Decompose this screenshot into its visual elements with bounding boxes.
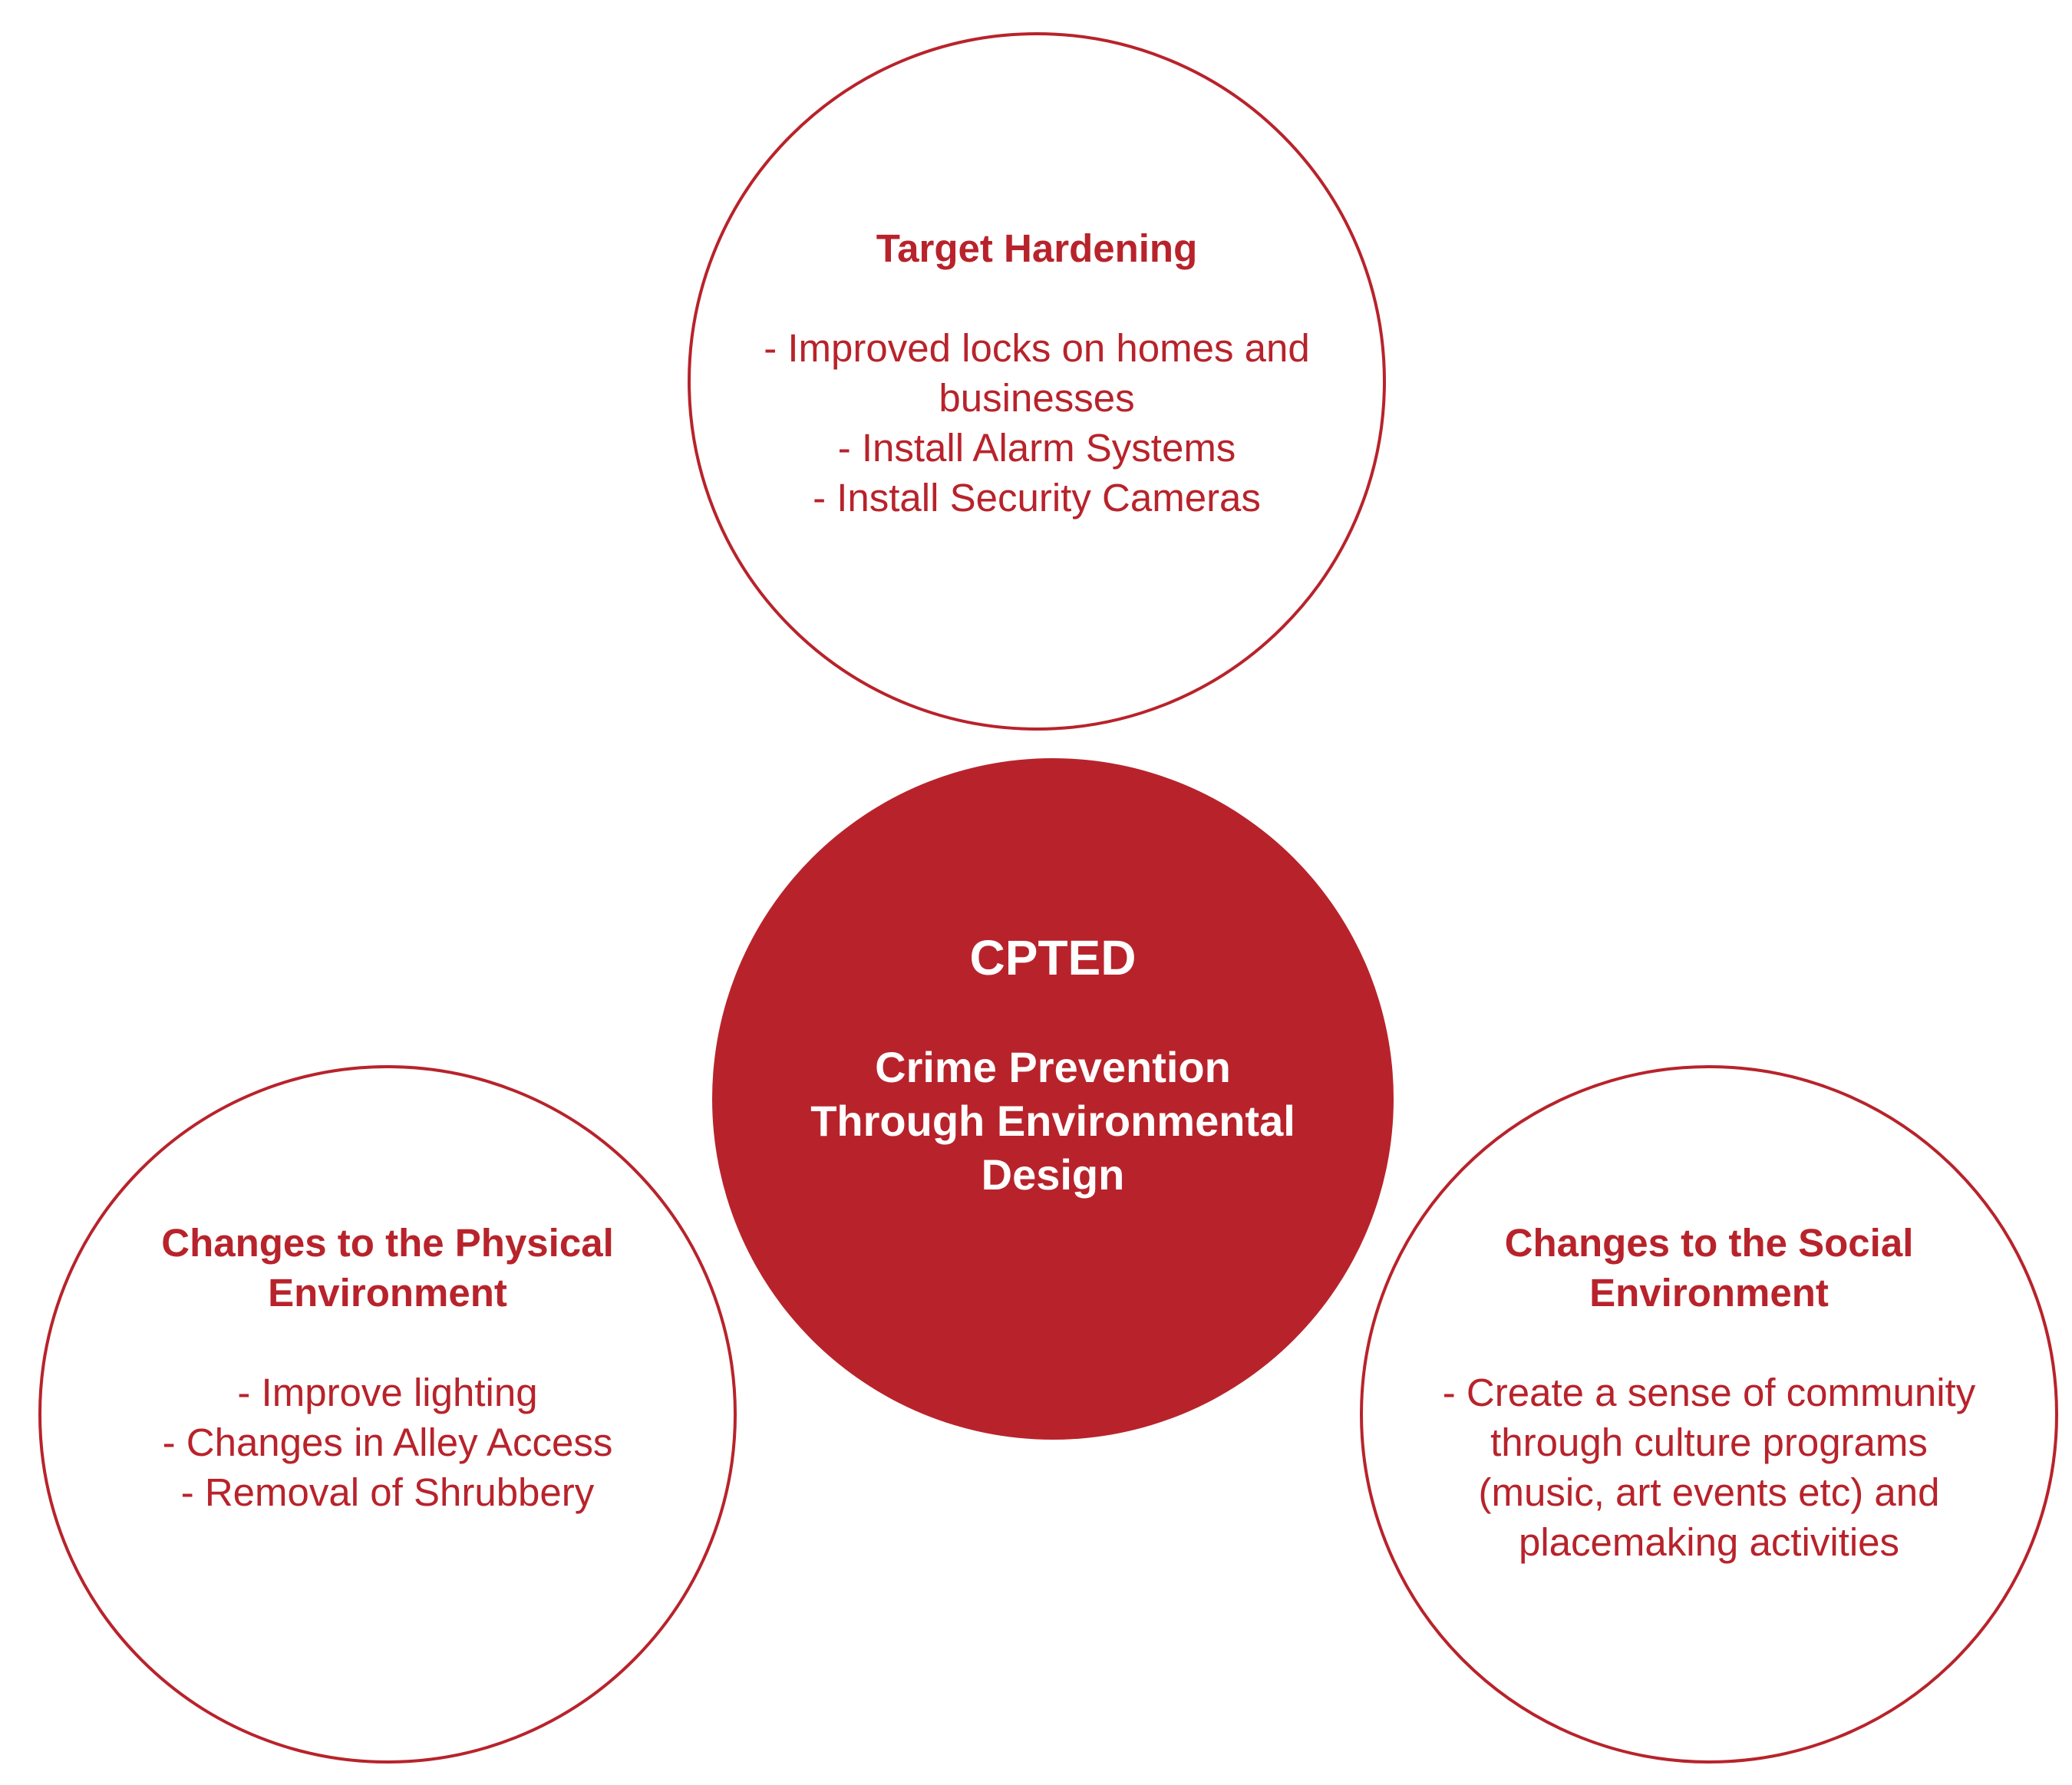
- list-item: - Removal of Shrubbery: [180, 1470, 595, 1514]
- social-environment-list: - Create a sense of community through cu…: [1440, 1368, 1978, 1567]
- physical-environment-circle: Changes to the Physical Environment - Im…: [38, 1065, 737, 1764]
- list-item: - Create a sense of community through cu…: [1442, 1371, 1976, 1564]
- physical-environment-list: - Improve lighting - Changes in Alley Ac…: [111, 1368, 664, 1517]
- list-item: - Improved locks on homes and businesses: [764, 326, 1310, 420]
- target-hardening-circle: Target Hardening - Improved locks on hom…: [688, 32, 1386, 731]
- target-hardening-heading: Target Hardening: [876, 226, 1198, 270]
- target-hardening-list: - Improved locks on homes and businesses…: [734, 323, 1340, 523]
- list-item: - Install Security Cameras: [813, 476, 1261, 520]
- cpted-center-circle: CPTED Crime Prevention Through Environme…: [712, 758, 1394, 1440]
- social-environment-circle: Changes to the Social Environment - Crea…: [1360, 1065, 2058, 1764]
- cpted-title: CPTED: [969, 930, 1137, 985]
- cpted-subtitle: Crime Prevention Through Environmental D…: [810, 1043, 1295, 1199]
- list-item: - Improve lighting: [237, 1371, 538, 1414]
- list-item: - Changes in Alley Access: [162, 1420, 613, 1464]
- social-environment-heading: Changes to the Social Environment: [1504, 1221, 1914, 1315]
- physical-environment-heading: Changes to the Physical Environment: [161, 1221, 614, 1315]
- list-item: - Install Alarm Systems: [837, 426, 1236, 470]
